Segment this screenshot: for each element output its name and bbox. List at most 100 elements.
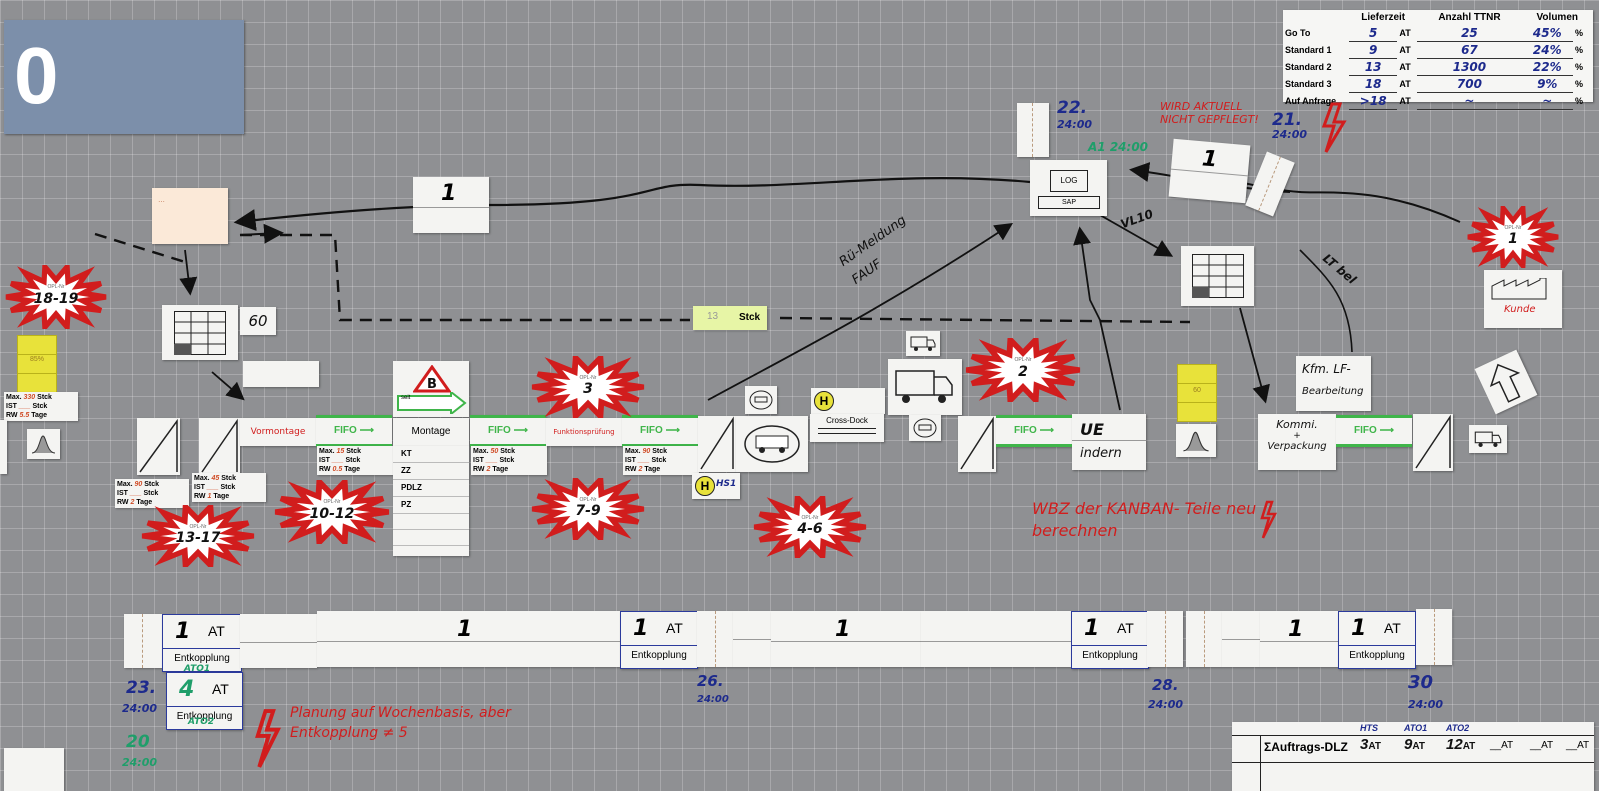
- stock-levels-fifo-3: Max. 90 Stck IST ___ Stck RW 2 Tage: [623, 446, 699, 475]
- lightning-icon: [255, 709, 281, 768]
- truck-icon: [895, 370, 953, 403]
- kanban-ramp-2: [199, 418, 240, 475]
- cross-dock-box: Cross-Dock: [810, 414, 884, 442]
- supermarket-icon-card-right: [1181, 246, 1254, 306]
- kanban-ramp-5: [1413, 414, 1453, 471]
- date-card-22: [1017, 103, 1049, 157]
- burst-number: 1: [1508, 230, 1518, 247]
- note-wbz-kanban: WBZ der KANBAN- Teile neu berechnen: [1032, 499, 1257, 540]
- burst-shape: [531, 356, 645, 418]
- truck-small-card-2: [1469, 425, 1507, 453]
- timeline-blank-2: [733, 611, 771, 667]
- burst-caption: OPL-Nr: [189, 523, 207, 530]
- burst-number: 7-9: [575, 502, 601, 519]
- date-30-label: 30: [1408, 672, 1434, 693]
- date-23-label: 23.: [126, 678, 157, 698]
- lightning-icon: [1321, 102, 1347, 153]
- stock-count-card: 13 Stck: [693, 306, 767, 330]
- sap-label: SAP: [1038, 196, 1100, 209]
- dlz-label: ΣAuftrags-DLZ: [1264, 740, 1348, 754]
- time-21-label: 24:00: [1272, 128, 1308, 141]
- h-stop-icon: H: [695, 476, 715, 496]
- timeline-entk-cell-3: 1 AT Entkopplung: [1071, 611, 1149, 669]
- burst-number: 4-6: [797, 520, 823, 537]
- date-22-label: 22.: [1057, 98, 1088, 118]
- customer-box: Kunde: [1484, 270, 1562, 328]
- timeline-dash-end: [1416, 609, 1452, 665]
- burst-shape: [141, 505, 255, 567]
- time-22-label: 24:00: [1057, 118, 1093, 131]
- header-lieferzeit: Lieferzeit: [1361, 12, 1406, 23]
- ue-indern-box: UE indern: [1072, 414, 1146, 470]
- factory-icon: [1491, 278, 1547, 300]
- lightning-icon: [1260, 500, 1278, 539]
- svg-text:B: B: [427, 377, 437, 392]
- note-not-maintained: WIRD AKTUELL NICHT GEPFLEGT!: [1160, 100, 1259, 126]
- timeline-entk-cell-1: 1 AT Entkopplung: [162, 614, 242, 672]
- burst-shape: [1467, 206, 1559, 268]
- timeline-blank-1: [240, 614, 317, 668]
- shipping-arrow-card: [1474, 349, 1538, 415]
- yellow-kanban-stack-right: 60: [1177, 364, 1217, 422]
- burst-shape: [531, 478, 645, 540]
- timeline-dash-3: [1147, 611, 1183, 667]
- burst-number: 3: [583, 380, 593, 397]
- board-header-plate: 0: [4, 20, 244, 134]
- milkrun-small-bottom: [909, 415, 941, 441]
- timeline-dash-start: [124, 614, 162, 668]
- fifo-lane-3: FIFO ⟶: [622, 415, 698, 447]
- vormontage-box: Vormontage: [240, 418, 316, 446]
- burst-shape: [965, 338, 1081, 402]
- burst-number: 2: [1018, 363, 1028, 380]
- sixty-card: 60: [240, 307, 276, 335]
- timeline-blank-3: [921, 611, 1071, 667]
- note-planung: Planung auf Wochenbasis, aber Entkopplun…: [290, 705, 511, 741]
- yellow-kanban-stack-left: 85%: [17, 335, 57, 393]
- time-20-label: 24:00: [122, 756, 158, 769]
- truck-big-card: [888, 359, 962, 415]
- kanban-card-top: 1: [413, 177, 489, 233]
- warning-triangle-icon: B: [413, 365, 451, 393]
- h-stop-icon: H: [814, 391, 834, 411]
- stock-levels-ramp-1: Max. 90 Stck IST ___ Stck RW 2 Tage: [115, 479, 189, 508]
- supermarket-icon-card: [162, 305, 238, 360]
- stock-levels-ramp-2: Max. 45 Stck IST ___ Stck RW 1 Tage: [192, 473, 266, 502]
- fifo-lane-1: FIFO ⟶: [316, 415, 392, 447]
- timeline-long-2: 1: [771, 611, 921, 667]
- date-26-label: 26.: [697, 672, 724, 690]
- edge-card: [0, 420, 7, 474]
- timeline-dash-2: [697, 611, 733, 667]
- burst-shape: [5, 265, 107, 329]
- burst-caption: OPL-Nr: [579, 374, 597, 381]
- bottom-left-card: [4, 748, 64, 791]
- truck-icon: [910, 336, 936, 351]
- stock-levels-fifo-1: Max. 15 Stck IST ___ Stck RW 0.5 Tage: [317, 446, 393, 475]
- arrow-green-icon: [397, 392, 467, 414]
- gauss-card-left: [27, 429, 60, 459]
- funktionspruefung-box: Funktionsprüfung: [546, 418, 622, 446]
- board-number: 0: [14, 31, 59, 120]
- time-23-label: 24:00: [122, 702, 158, 715]
- planning-card: ···: [152, 188, 228, 244]
- time-30-label: 24:00: [1408, 698, 1444, 711]
- arrow-up-icon: [1489, 363, 1521, 403]
- blank-card-montage: [243, 361, 319, 387]
- fifo-lane-5: FIFO ⟶: [1336, 415, 1412, 447]
- timeline-long-1: 1: [317, 611, 620, 667]
- montage-warning-card: B seit: [393, 361, 469, 417]
- time-28-label: 24:00: [1148, 698, 1184, 711]
- kommi-box: Kommi. + Verpackung: [1258, 414, 1336, 470]
- montage-metrics: KT ZZ PDLZ PZ: [393, 446, 469, 556]
- order-lead-time-table: HTS ATO1 ATO2 ΣAuftrags-DLZ 3AT 9AT 12AT…: [1232, 722, 1594, 791]
- stock-levels-left: Max. 330 Stck IST ___ Stck RW 5.5 Tage: [4, 392, 78, 421]
- fifo-lane-4: FIFO ⟶: [996, 415, 1072, 447]
